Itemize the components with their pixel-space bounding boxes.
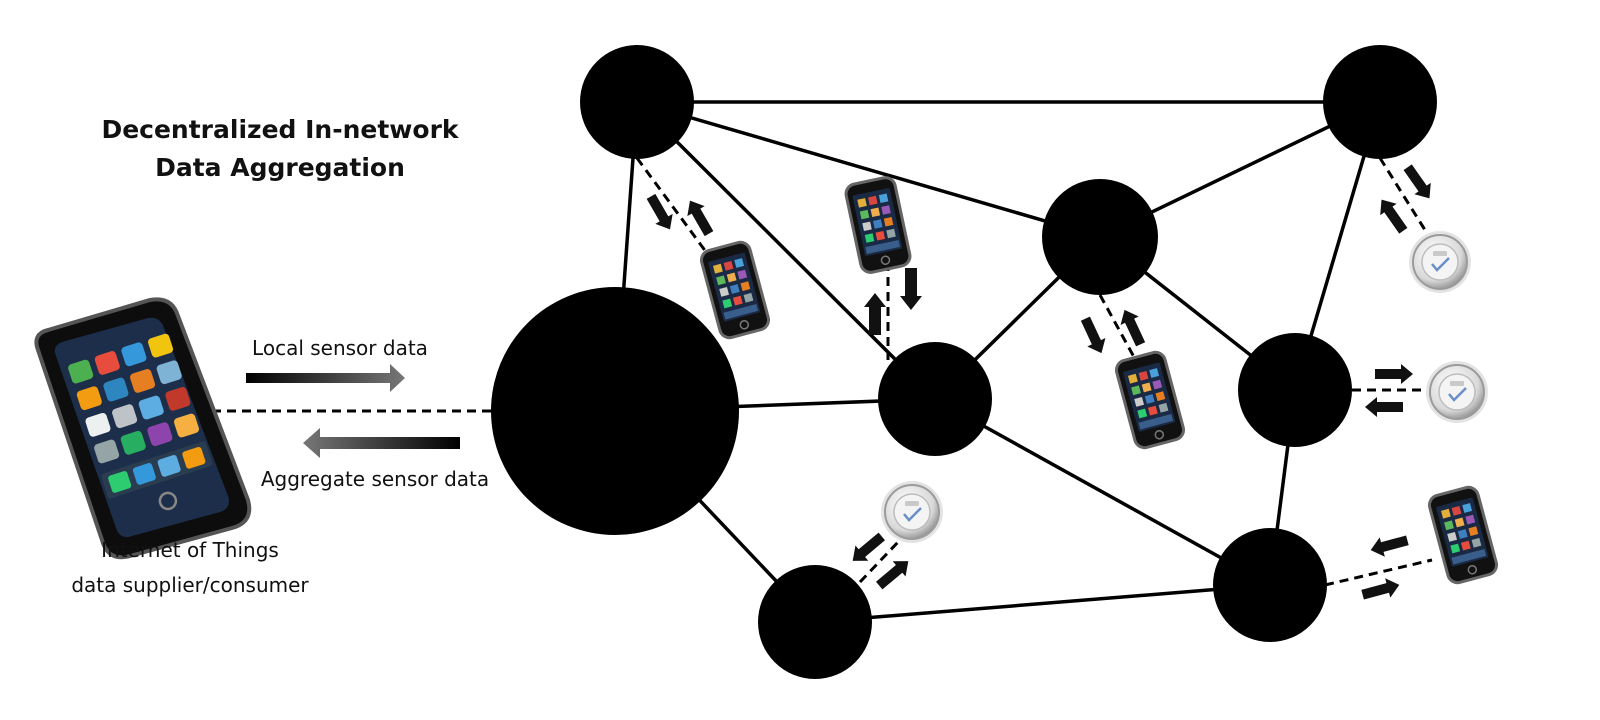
arrow-down-icon: [1080, 316, 1106, 354]
edge-n1-n5: [635, 100, 937, 401]
edge-n5-n8: [934, 397, 1271, 587]
arrow-up-icon: [687, 200, 714, 237]
local-data-arrow: [246, 364, 405, 392]
node-n4-hub: [491, 287, 739, 535]
arrow-down-icon: [1403, 164, 1431, 199]
arrow-up-icon: [864, 293, 886, 335]
device-link-n8: [1324, 558, 1433, 587]
node-n5: [878, 342, 992, 456]
arrow-left-icon: [1370, 535, 1409, 557]
small-arrows: [646, 164, 1431, 600]
device-caption-line-1: Internet of Things: [101, 538, 279, 562]
edge-n7-n8: [814, 583, 1271, 624]
node-n2: [1323, 45, 1437, 159]
node-n3: [1042, 179, 1158, 295]
main-smartphone-icon: [34, 297, 252, 560]
diagram-title-line-2: Data Aggregation: [155, 153, 405, 182]
arrow-left-icon: [1365, 397, 1403, 417]
device-links: [212, 157, 1433, 587]
node-n6: [1238, 333, 1352, 447]
smartphone-icon: [1112, 348, 1188, 452]
device-link-n1: [635, 157, 714, 261]
arrow-right-icon: [875, 561, 909, 590]
local-sensor-data-label: Local sensor data: [252, 336, 428, 360]
arrow-left-icon: [852, 532, 886, 561]
node-n1: [580, 45, 694, 159]
arrow-right-icon: [1375, 364, 1413, 384]
aggregate-data-arrow: [303, 428, 460, 458]
sensor-icon: [1424, 359, 1490, 425]
node-n8: [1213, 528, 1327, 642]
smartphone-icon: [1425, 483, 1501, 587]
edge-n1-n3: [636, 100, 1101, 239]
device-caption-line-2: data supplier/consumer: [71, 573, 309, 597]
arrow-down-icon: [900, 268, 922, 310]
smartphone-icon: [697, 238, 773, 342]
arrow-up-icon: [1120, 309, 1146, 347]
diagram-title-line-1: Decentralized In-network: [101, 115, 459, 144]
device-link-n7: [858, 538, 902, 584]
arrow-right-icon: [1361, 578, 1400, 600]
arrow-up-icon: [1380, 199, 1408, 234]
network-nodes: [491, 45, 1437, 679]
smartphone-icon: [842, 174, 914, 276]
sensor-icon: [1407, 229, 1473, 295]
sensor-icon: [879, 479, 945, 545]
aggregate-sensor-data-label: Aggregate sensor data: [261, 467, 489, 491]
arrow-down-icon: [646, 193, 673, 230]
node-n7: [758, 565, 872, 679]
